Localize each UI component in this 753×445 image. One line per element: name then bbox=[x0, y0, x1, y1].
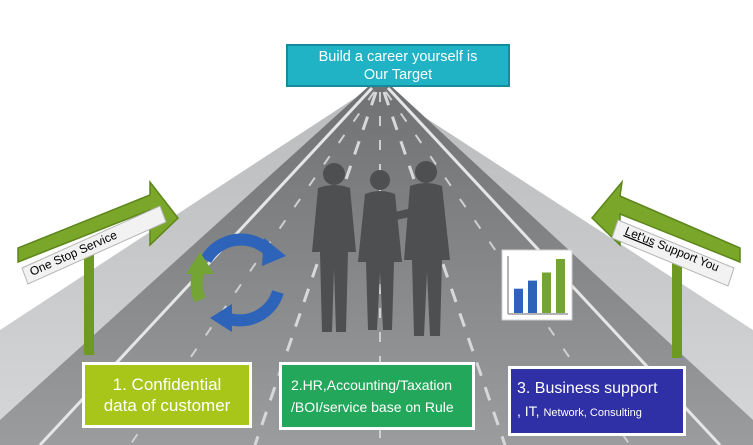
lane-divider-outer-left bbox=[129, 91, 375, 445]
box1-line2: data of customer bbox=[103, 396, 231, 415]
target-title-line2: Our Target bbox=[363, 66, 433, 83]
lane-divider-right bbox=[382, 91, 507, 445]
chart-bar bbox=[556, 259, 565, 313]
lane-divider-left bbox=[253, 91, 378, 445]
step-box-confidential: 1. Confidential data of customer bbox=[82, 362, 252, 428]
chart-bar bbox=[542, 272, 551, 313]
chart-bar bbox=[528, 280, 537, 313]
cycle-arrows-icon bbox=[186, 233, 286, 332]
box3-line2-main: , IT, bbox=[517, 403, 544, 419]
right-sign-part1: Let bbox=[623, 224, 644, 243]
target-title-box: Build a career yourself is Our Target bbox=[286, 44, 510, 87]
step-box-business-support: 3. Business support , IT, Network, Consu… bbox=[508, 366, 686, 436]
right-sign-part2: 'us bbox=[638, 230, 657, 249]
box2-line1: 2.HR,Accounting/Taxation bbox=[291, 377, 453, 393]
bar-chart-icon bbox=[501, 249, 573, 321]
target-title-line1: Build a career yourself is bbox=[318, 48, 478, 65]
chart-bars bbox=[514, 259, 565, 313]
box2-line2: /BOI/service base on Rule bbox=[291, 399, 454, 415]
step-box-hr-accounting: 2.HR,Accounting/Taxation /BOI/service ba… bbox=[279, 362, 475, 430]
chart-bar bbox=[514, 288, 523, 313]
box3-line1: 3. Business support bbox=[517, 380, 658, 397]
box3-line2-small: Network, Consulting bbox=[543, 407, 642, 419]
box3-line2: , IT, Network, Consulting bbox=[517, 400, 683, 424]
box1-line1: 1. Confidential bbox=[112, 375, 222, 394]
businessmen-silhouette bbox=[312, 161, 450, 336]
